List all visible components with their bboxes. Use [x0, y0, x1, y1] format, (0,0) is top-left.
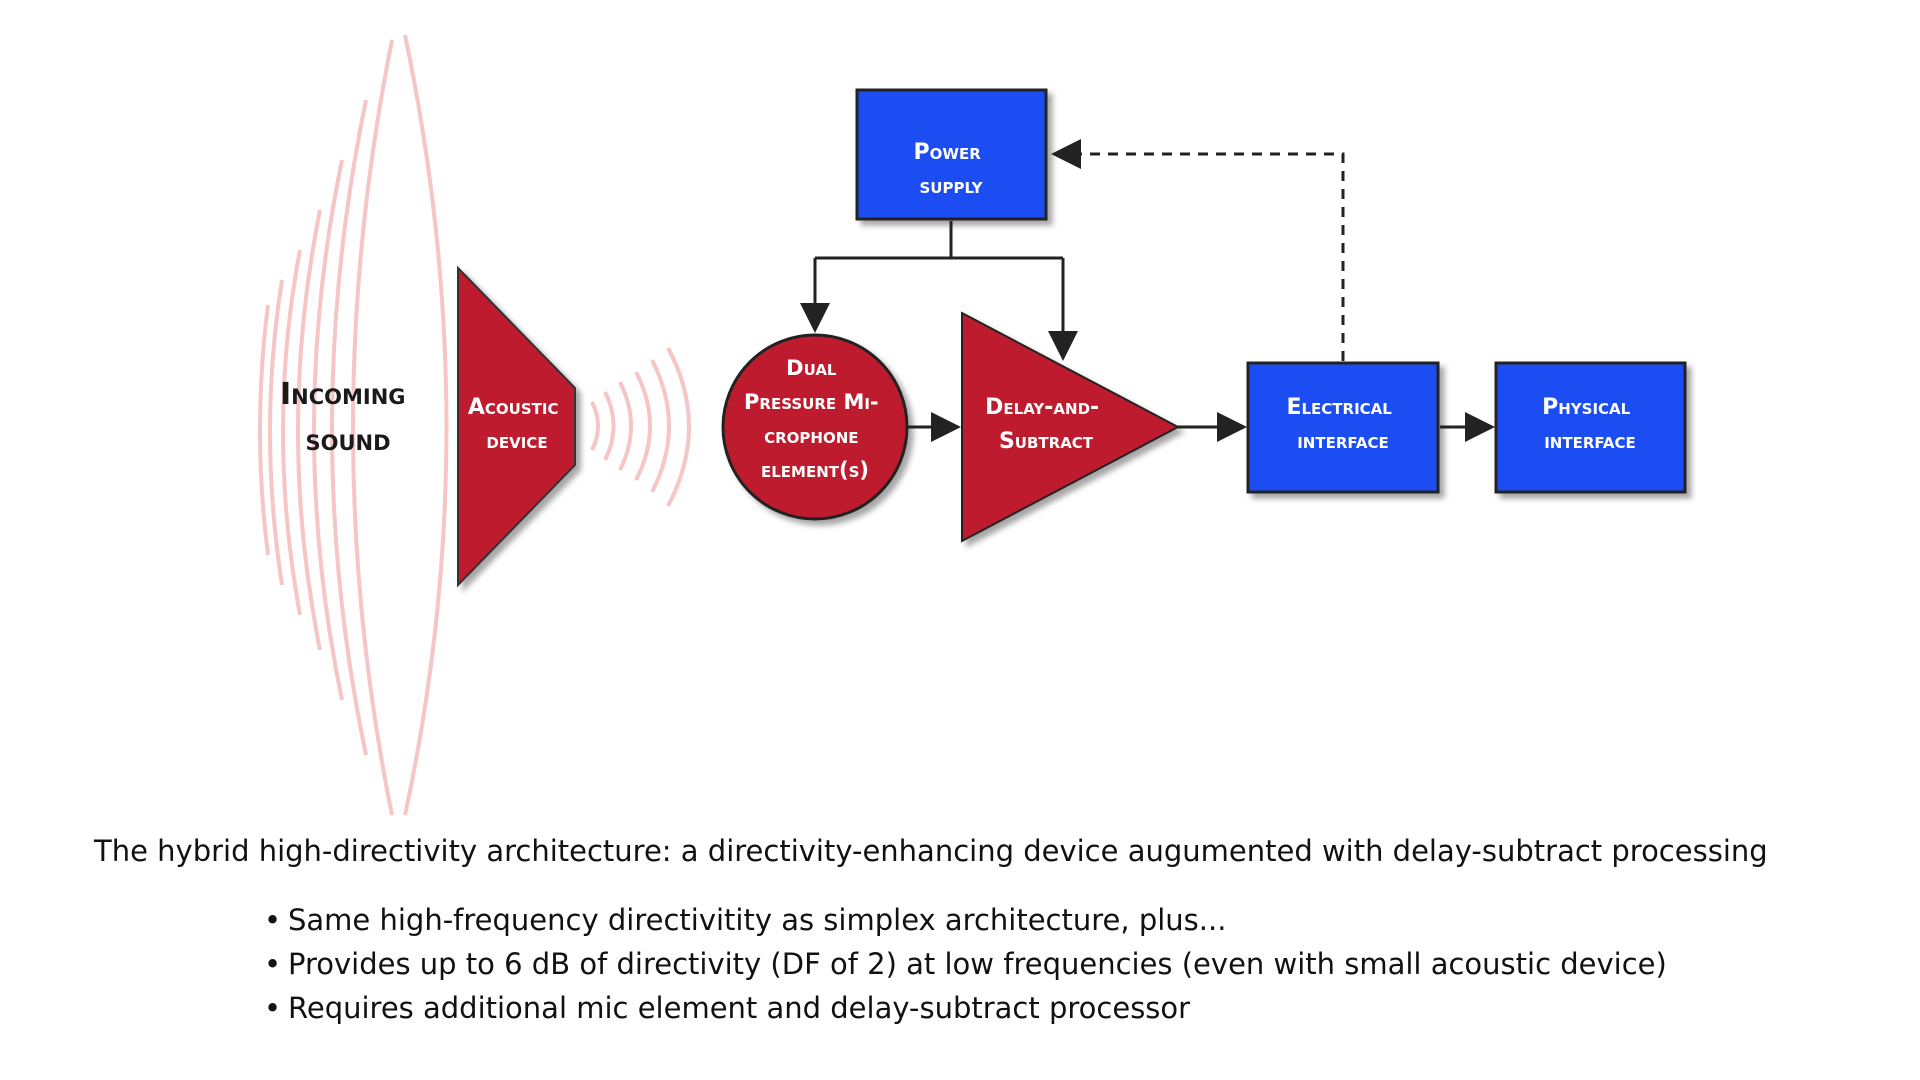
electrical-interface-line: interface [1297, 429, 1389, 454]
physical-interface-block: Physical interface [1494, 361, 1687, 494]
mic-element-line: Dual [786, 356, 837, 380]
sound-wave-arc [281, 249, 302, 616]
feature-bullet-list: •Same high-frequency directivitity as si… [264, 898, 1667, 1030]
mic-element-line: Pressure Mi- [744, 390, 879, 414]
power-supply-block: Power supply [855, 88, 1048, 221]
bullet-item: •Same high-frequency directivitity as si… [264, 898, 1667, 942]
acoustic-device-line: Acoustic [468, 395, 559, 420]
physical-interface-shape [1494, 361, 1687, 494]
delay-subtract-line: Subtract [999, 429, 1094, 454]
incoming-sound-line: Incoming [280, 377, 406, 412]
electrical-interface-shape [1246, 361, 1440, 494]
electrical-interface-block: Electrical interface [1246, 361, 1440, 494]
sound-wave-arc [312, 159, 344, 701]
electrical-interface-label: Electrical interface [1286, 395, 1399, 454]
physical-interface-line: Physical [1542, 395, 1631, 420]
incoming-sound-line: sound [305, 423, 390, 458]
connectors [800, 139, 1495, 442]
delay-subtract-line: Delay-and- [985, 395, 1099, 420]
sound-wave-arc [268, 279, 284, 586]
output-wave-arc [590, 401, 600, 451]
output-wave-arc [650, 359, 671, 493]
bullet-item: •Provides up to 6 dB of directivity (DF … [264, 942, 1667, 986]
physical-interface-line: interface [1544, 429, 1636, 454]
power-supply-shape [855, 88, 1048, 221]
bullet-text: Same high-frequency directivitity as sim… [288, 903, 1227, 937]
acoustic-device-label: Acoustic device [468, 395, 566, 454]
output-wave-arc [634, 371, 652, 481]
sound-wave-arc [330, 99, 368, 756]
mic-element-label: Dual Pressure Mi- crophone element(s) [744, 356, 886, 482]
power-supply-line: supply [919, 174, 983, 199]
output-wave-arc [618, 381, 633, 471]
acoustic-device: Acoustic device [457, 265, 576, 588]
bullet-text: Provides up to 6 dB of directivity (DF o… [288, 947, 1667, 981]
acoustic-device-line: device [486, 429, 547, 454]
bullet-text: Requires additional mic element and dela… [288, 991, 1191, 1025]
bullet-dot-icon: • [264, 947, 282, 981]
incoming-sound-label: Incoming sound [280, 377, 416, 458]
delay-subtract-label: Delay-and- Subtract [985, 395, 1107, 454]
output-wave-arc [666, 347, 691, 507]
sound-wave-arc [403, 34, 449, 816]
sound-wave-arc [351, 39, 394, 816]
delay-subtract-block: Delay-and- Subtract [961, 311, 1181, 543]
incoming-sound-waves [258, 34, 449, 816]
output-sound-waves [590, 347, 691, 507]
electrical-to-power-dashed-arrow [1051, 139, 1345, 361]
bullet-dot-icon: • [264, 991, 282, 1025]
bullet-dot-icon: • [264, 903, 282, 937]
physical-interface-label: Physical interface [1542, 395, 1638, 454]
delay-subtract-shape [961, 311, 1181, 543]
sound-wave-arc [296, 209, 322, 651]
power-supply-line: Power [914, 140, 982, 165]
diagram-caption: The hybrid high-directivity architecture… [94, 834, 1768, 868]
sound-wave-arc [258, 304, 270, 556]
bullet-item: •Requires additional mic element and del… [264, 986, 1667, 1030]
mic-element-line: crophone [764, 424, 858, 448]
power-supply-label: Power supply [914, 140, 989, 199]
acoustic-device-shape [457, 265, 576, 588]
output-wave-arc [603, 391, 616, 461]
mic-element-line: element(s) [761, 458, 869, 482]
electrical-interface-line: Electrical [1286, 395, 1392, 420]
mic-element-block: Dual Pressure Mi- crophone element(s) [721, 333, 909, 521]
